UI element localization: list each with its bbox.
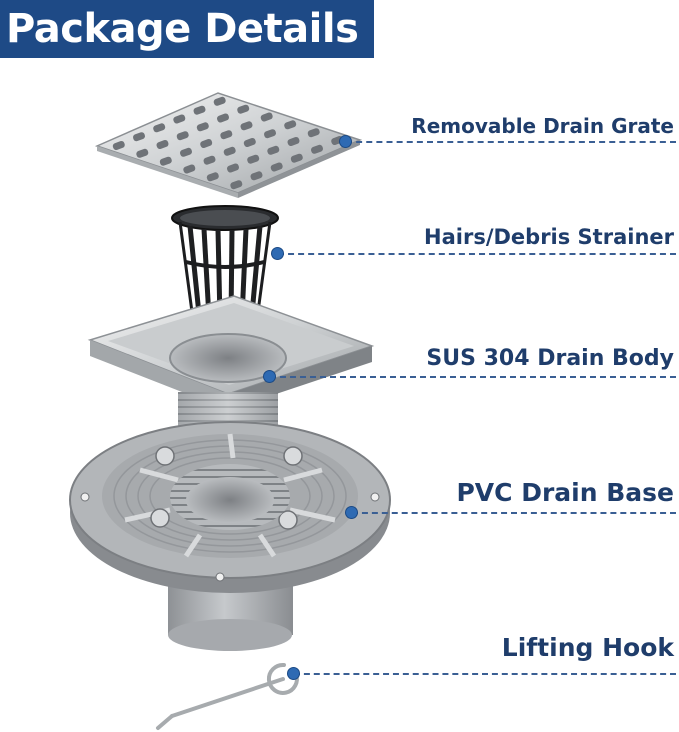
grate-slot — [213, 96, 226, 106]
grate-slot — [227, 163, 239, 173]
grate-slot — [237, 104, 250, 114]
grate-leader-line — [346, 141, 676, 143]
body-leader-dot — [264, 371, 275, 382]
grate-slot — [193, 105, 206, 115]
grate-slot — [264, 129, 276, 139]
part-label-pvc-base: PVC Drain Base — [456, 478, 674, 507]
part-label-drain-grate: Removable Drain Grate — [411, 114, 674, 138]
grate-slot — [206, 172, 219, 182]
grate-slot — [156, 140, 169, 149]
grate-slot — [153, 123, 166, 133]
grate-slot — [287, 137, 300, 146]
grate-slot — [183, 164, 196, 174]
grate-slot — [203, 155, 216, 165]
body-leader-line — [270, 376, 676, 378]
grate-slot — [230, 180, 243, 190]
strainer-leader-line — [278, 253, 676, 255]
drain-body — [87, 295, 375, 446]
grate-slot — [196, 122, 209, 132]
grate-slot — [311, 144, 323, 154]
lifting-hook — [156, 662, 299, 730]
grate-slot — [267, 145, 280, 155]
grate-slot — [220, 130, 233, 140]
grate-slot — [284, 120, 297, 130]
grate-slot — [240, 121, 253, 131]
strainer-leader-dot — [272, 248, 283, 259]
grate-slot — [270, 162, 283, 172]
part-label-drain-body: SUS 304 Drain Body — [426, 346, 674, 371]
pvc-drain-base — [69, 421, 391, 651]
grate-slot — [250, 171, 263, 181]
grate-leader-dot — [340, 136, 351, 147]
part-label-lifting-hook: Lifting Hook — [501, 633, 674, 662]
grate-slot — [307, 128, 320, 138]
drain-grate — [94, 92, 363, 198]
page-title-banner: Package Details — [0, 0, 374, 58]
grate-slot — [112, 141, 125, 150]
grate-slot — [200, 139, 213, 148]
page-title: Package Details — [6, 6, 359, 52]
grate-slot — [217, 113, 229, 123]
grate-slot — [290, 153, 303, 163]
hook-leader-line — [294, 673, 676, 675]
grate-slot — [159, 156, 172, 166]
part-label-strainer: Hairs/Debris Strainer — [424, 225, 674, 249]
grate-slot — [136, 148, 149, 158]
grate-slot — [173, 114, 186, 124]
grate-slot — [133, 132, 145, 142]
grate-slot — [247, 154, 260, 164]
grate-slot — [243, 138, 256, 147]
grate-slot — [260, 112, 273, 122]
hook-leader-dot — [288, 668, 299, 679]
grate-slot — [180, 147, 192, 157]
base-leader-dot — [346, 507, 357, 518]
grate-slot — [223, 146, 236, 156]
base-leader-line — [352, 512, 676, 514]
grate-slot — [176, 131, 189, 141]
